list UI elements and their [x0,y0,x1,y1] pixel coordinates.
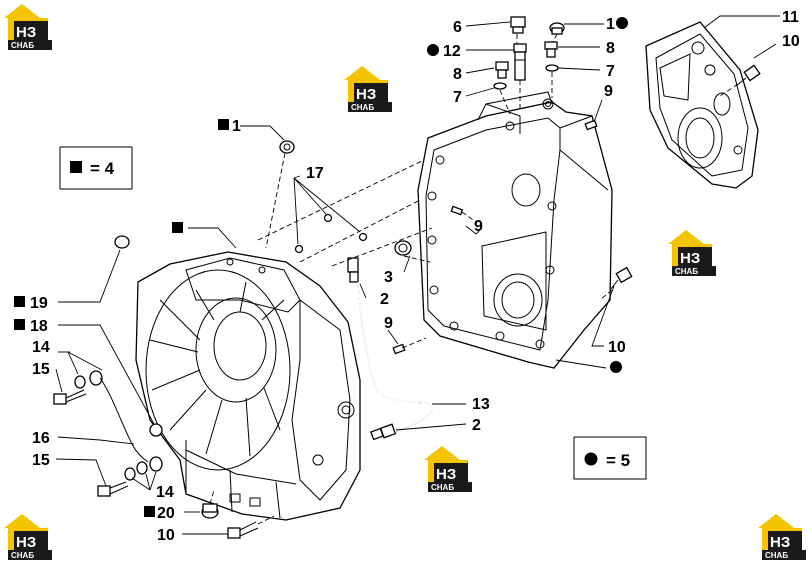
callout-1: 1 [232,118,241,135]
end-cover [645,21,759,189]
watermark-logo: НЗ СНАБ [424,446,472,492]
washer-7-right [545,64,559,72]
svg-text:НЗ: НЗ [770,534,790,551]
dowel-pin-9-mid [450,205,464,216]
callout-14: 14 [156,484,174,501]
svg-text:НЗ: НЗ [436,466,456,483]
transmission-housing-rear [417,91,613,369]
svg-text:СНАБ: СНАБ [11,41,34,50]
svg-text:= 5: = 5 [606,451,630,470]
watermark-logo: НЗ СНАБ [758,514,806,560]
callout-14: 14 [32,339,50,356]
transmission-housing-front [135,251,361,521]
dowel-pin-9-low [392,343,406,355]
plug-3 [394,240,412,256]
svg-text:НЗ: НЗ [356,86,376,103]
plug-19 [114,235,130,249]
bolt-15-top [53,389,87,405]
plug-8-left [495,61,509,79]
callout-10: 10 [782,33,800,50]
washers-14-low [124,456,163,481]
callout-20: 20 [157,505,175,522]
pipe-13 [357,281,433,433]
callout-18: 18 [30,318,48,335]
svg-text:СНАБ: СНАБ [431,483,454,492]
ground-strap-16 [99,377,149,463]
callout-6: 6 [453,19,462,36]
washers-14-top [74,370,103,389]
legend-circle-box: = 5 [573,436,647,480]
square-marker [218,119,229,130]
callout-11: 11 [782,9,799,26]
svg-text:НЗ: НЗ [680,250,700,267]
svg-text:СНАБ: СНАБ [675,267,698,276]
svg-text:СНАБ: СНАБ [11,551,34,560]
dowel-pin-9-top [584,119,598,131]
watermark-logo: НЗ СНАБ [4,4,52,50]
plug-1-left [279,140,295,154]
callout-9: 9 [384,315,393,332]
leader-lines [55,15,780,535]
plug-20 [201,503,219,519]
svg-text:СНАБ: СНАБ [765,551,788,560]
square-marker [14,319,25,330]
fitting-2-low [370,423,397,441]
fitting-2-top [347,257,359,283]
callout-12: 12 [443,43,461,60]
assembly-guide-lines [209,33,739,525]
watermark-logo: НЗ СНАБ [668,230,716,276]
svg-text:НЗ: НЗ [16,24,36,41]
circle-marker [616,17,628,29]
callout-9: 9 [604,83,613,100]
bolt-10-low [227,521,259,539]
callout-19: 19 [30,295,48,312]
callout-2: 2 [380,291,389,308]
callout-labels: 6 12 8 7 1 8 7 9 11 10 1 17 9 3 2 9 10 1… [30,9,800,544]
callout-7: 7 [453,89,462,106]
legend-square-box: = 4 [59,146,133,190]
svg-text:= 4: = 4 [90,159,115,178]
svg-text:СНАБ: СНАБ [351,103,374,112]
watermark-logo: НЗ СНАБ [344,66,392,112]
callout-7: 7 [606,63,615,80]
callout-15: 15 [32,361,50,378]
plug-18 [149,423,163,437]
callout-17: 17 [306,165,324,182]
callout-13: 13 [472,396,490,413]
callout-8: 8 [606,40,615,57]
callout-15: 15 [32,452,50,469]
bolt-15-low [97,481,129,497]
breather-12 [513,43,527,81]
callout-markers [14,17,628,517]
square-marker [172,222,183,233]
callout-9: 9 [474,218,483,235]
square-marker [144,506,155,517]
callout-10: 10 [157,527,175,544]
circle-marker [427,44,439,56]
callout-3: 3 [384,269,393,286]
plug-6 [510,16,526,34]
plug-8-right [544,41,558,58]
square-marker [14,296,25,307]
callout-16: 16 [32,430,50,447]
washer-7-left [493,82,507,90]
circle-marker [610,361,622,373]
callout-1: 1 [606,16,615,33]
watermark-logo: НЗ СНАБ [4,514,52,560]
callout-8: 8 [453,66,462,83]
svg-text:НЗ: НЗ [16,534,36,551]
bolt-10-top [735,64,761,87]
callout-10: 10 [608,339,626,356]
bolt-10-right [609,266,633,291]
o-rings-17 [294,213,368,254]
plug-1-top [549,22,565,35]
callout-2: 2 [472,417,481,434]
